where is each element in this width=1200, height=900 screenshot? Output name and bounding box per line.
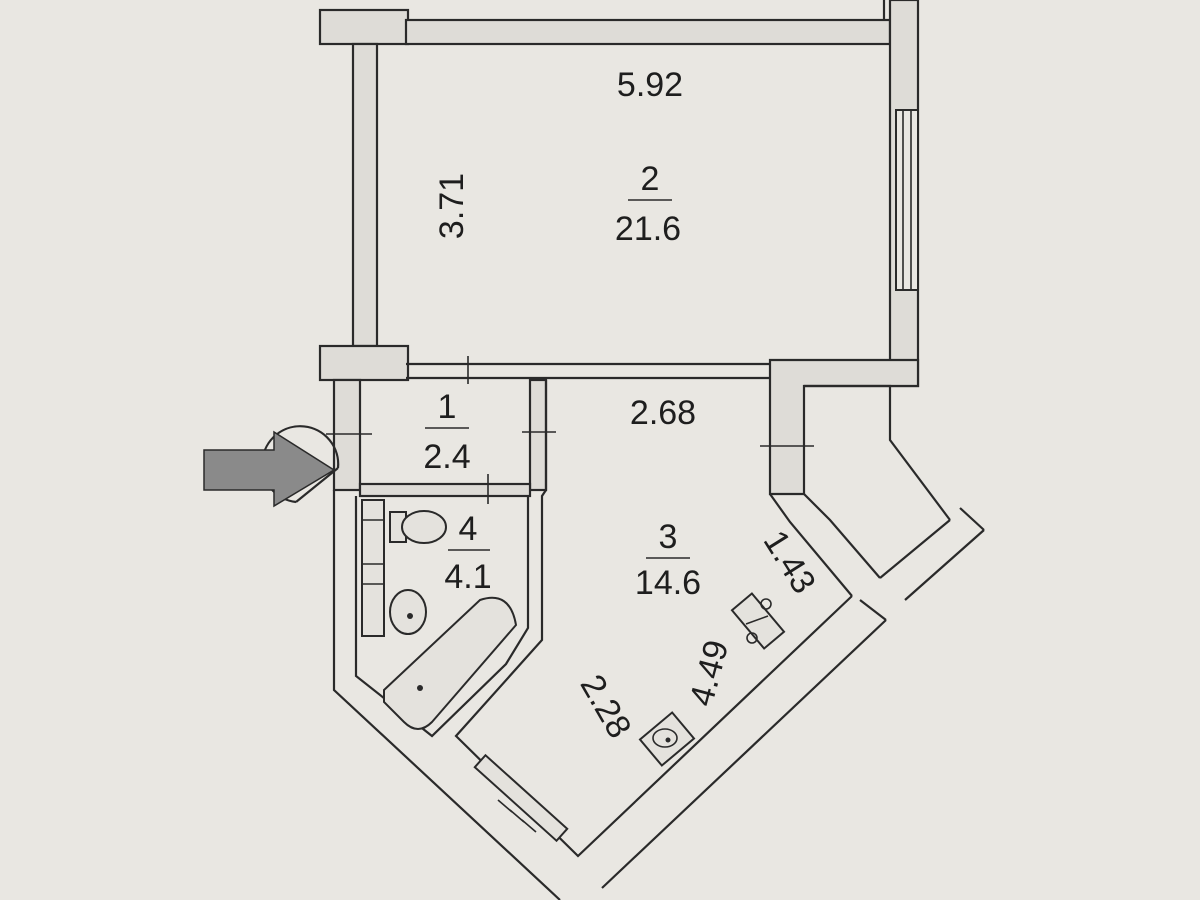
room-3-left-dimension: 2.28: [573, 668, 639, 744]
room-2-area: 21.6: [615, 210, 681, 248]
room-3-walls: [454, 380, 887, 889]
room-2-number: 2: [641, 160, 660, 198]
window: [895, 109, 919, 291]
bathtub-icon: [383, 596, 518, 730]
kitchen-fixtures: [473, 592, 786, 843]
room-2-walls: [318, 0, 920, 388]
washbasin-icon: [389, 589, 427, 635]
room-4-area: 4.1: [444, 558, 491, 596]
room-1-walls: [326, 378, 556, 504]
room-3-top-dimension: 2.68: [630, 394, 696, 432]
entrance: [203, 425, 340, 508]
bathroom-fixtures: [361, 499, 518, 730]
room-3-area: 14.6: [635, 564, 701, 602]
loggia: [760, 358, 985, 601]
toilet-icon: [389, 510, 447, 544]
room-2-depth: 3.71: [433, 173, 471, 239]
radiator-kitchen: [473, 753, 569, 843]
kitchen-sink-icon: [638, 711, 696, 767]
room-4-number: 4: [459, 510, 478, 548]
stove-icon: [730, 592, 786, 650]
room-1-area: 2.4: [423, 438, 470, 476]
room-3-diagonal-dimension: 4.49: [682, 636, 736, 710]
room-2-width: 5.92: [617, 66, 683, 104]
entrance-arrow-icon: [203, 430, 336, 508]
room-1-number: 1: [438, 388, 457, 426]
room-3-right-dimension: 1.43: [756, 524, 823, 600]
room-4-walls: [332, 490, 561, 900]
room-3-number: 3: [659, 518, 678, 556]
